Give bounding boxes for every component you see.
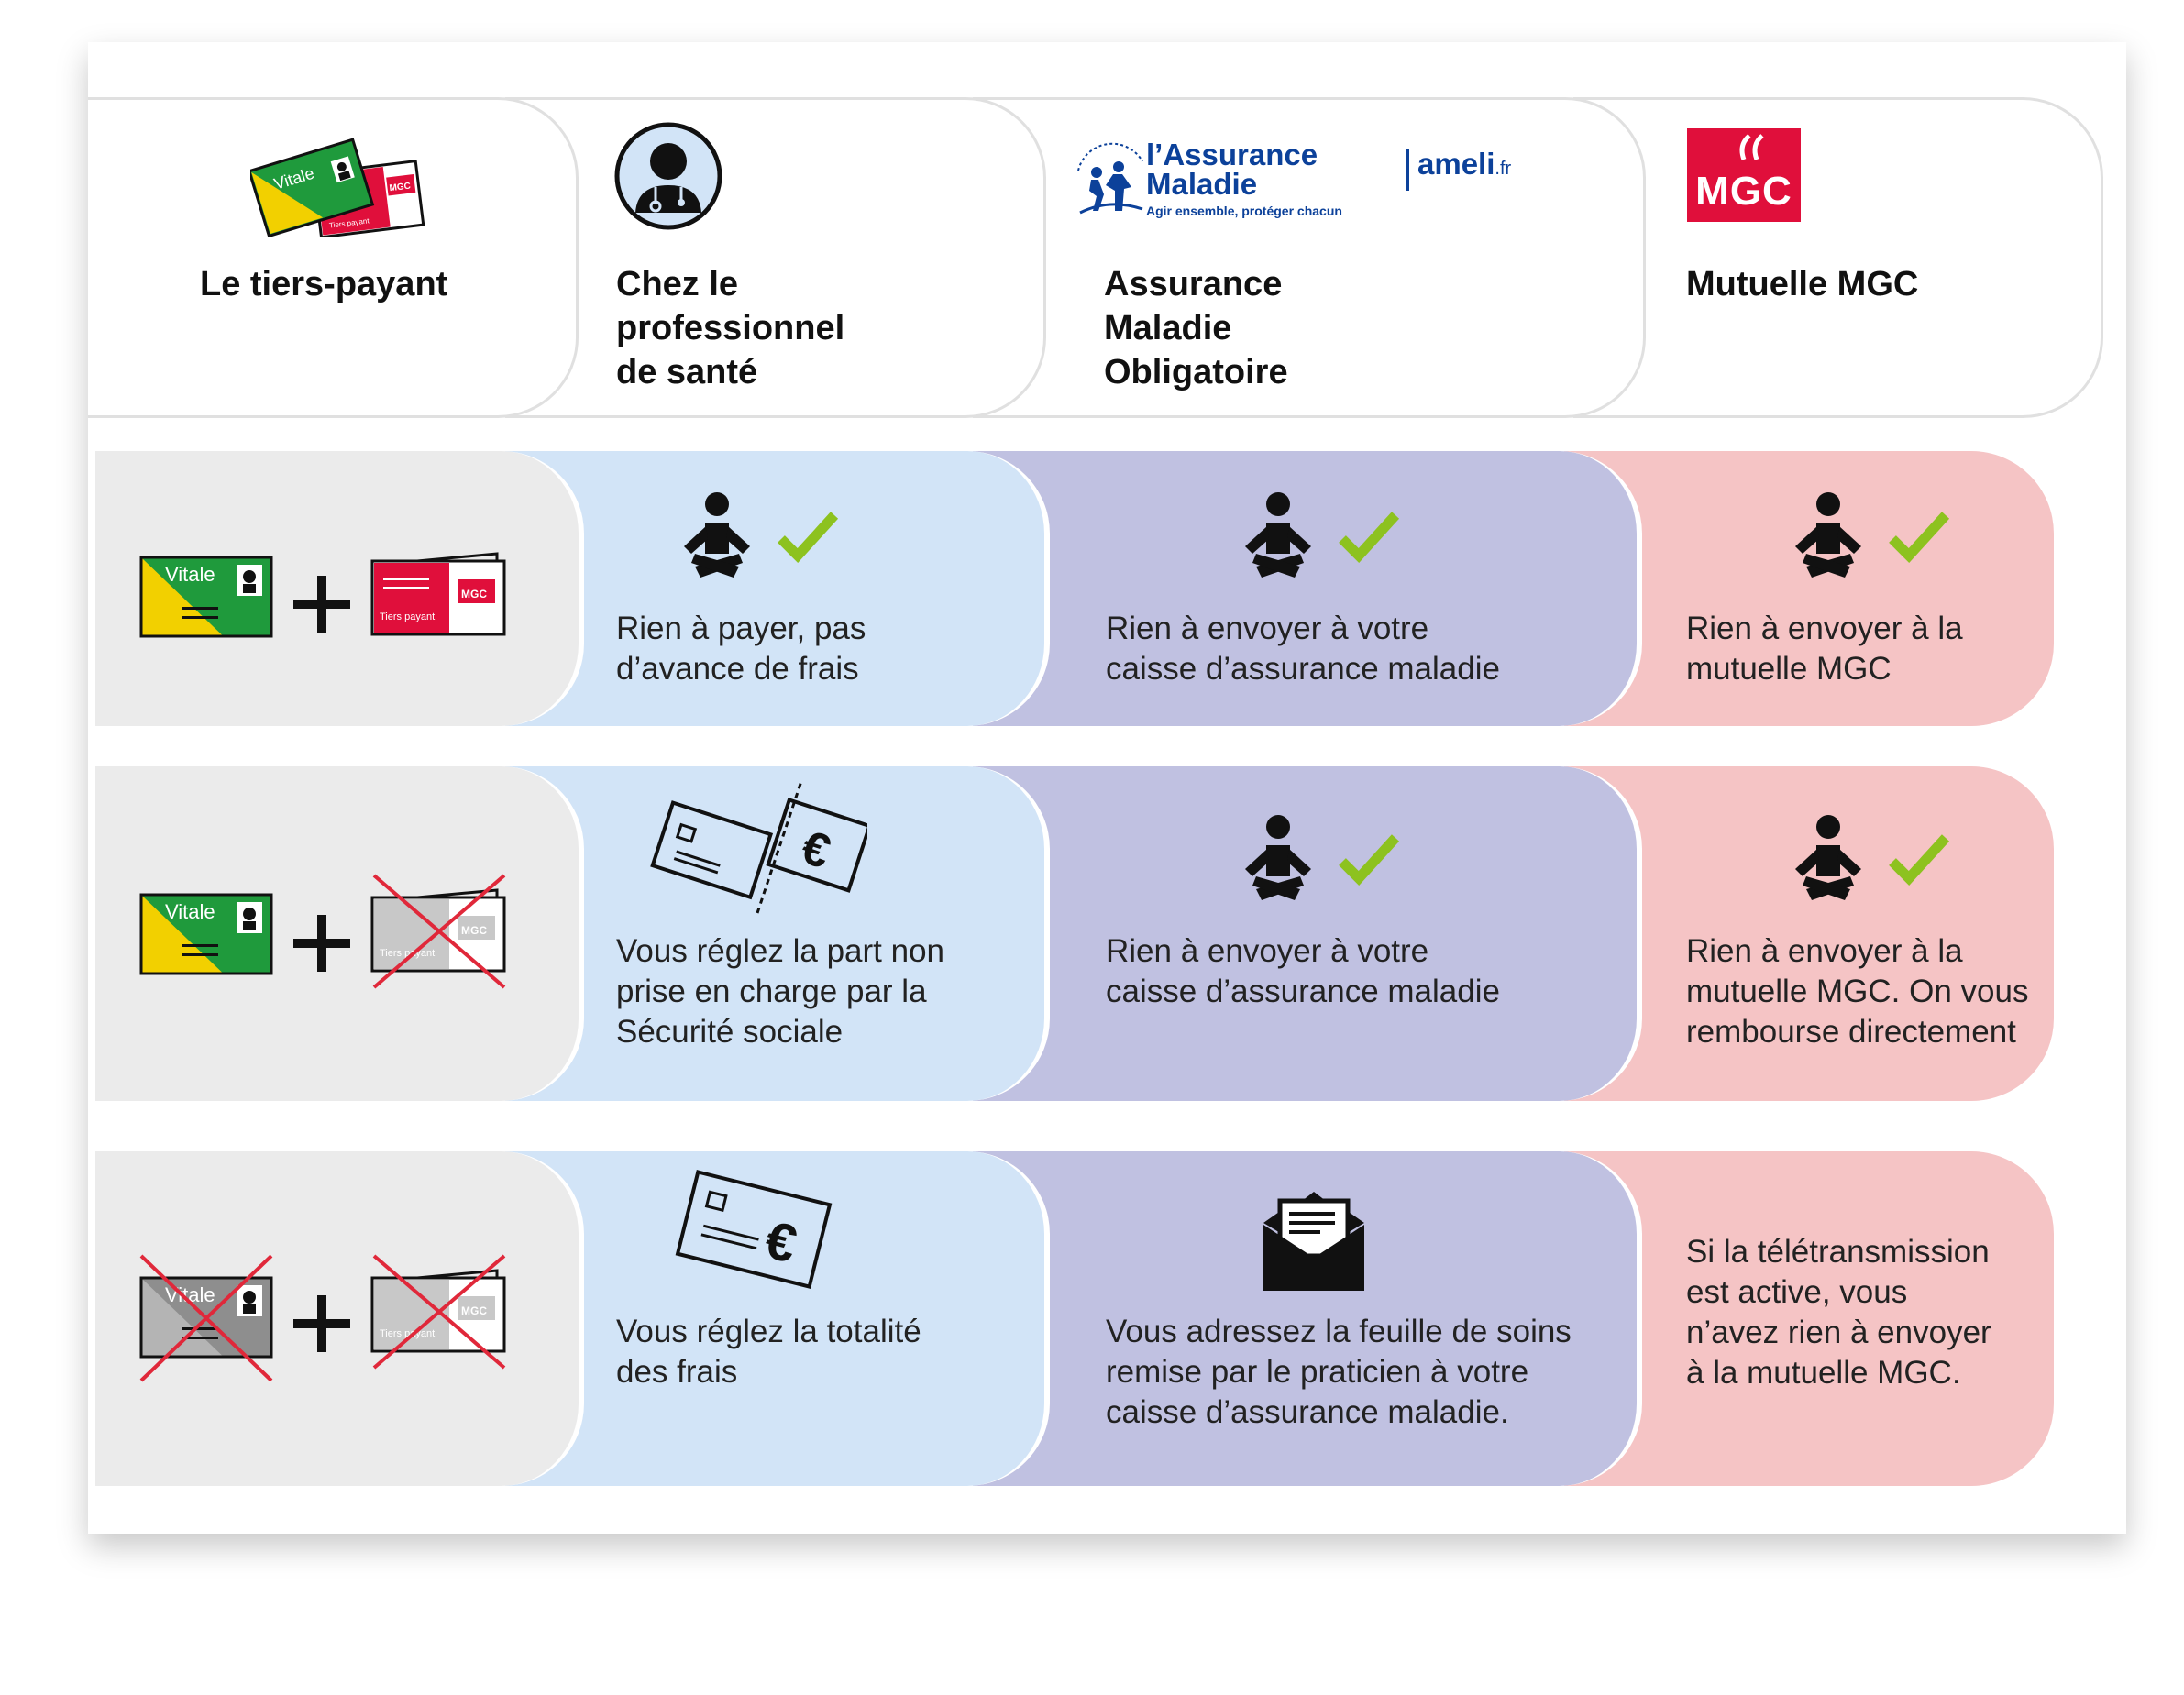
row1-pro-cell <box>505 451 1050 726</box>
header-title-amo: Assurance Maladie Obligatoire <box>1104 265 1288 391</box>
row2-amo-cell <box>973 766 1642 1101</box>
row1-tiers-label: Tiers payant <box>380 611 435 622</box>
ameli-logo-divider <box>1406 149 1409 191</box>
ameli-site-label: ameli.fr <box>1417 147 1512 181</box>
row1-mgc-meditation-check-icon <box>1795 492 1957 578</box>
row2-amo-meditation-check-icon <box>1245 815 1406 900</box>
row2-mgc-meditation-check-icon <box>1795 815 1957 900</box>
row1-mgc-cell <box>1564 451 2054 726</box>
row3-vitale-card-crossed-icon: Vitale <box>139 1254 273 1382</box>
vitale-and-mgc-cards-icon: MGC Tiers payant Vitale <box>250 138 425 237</box>
header-title-pro: Chez le professionnel de santé <box>616 265 845 391</box>
row2-mgc-mini-label: MGC <box>461 924 487 937</box>
row1-mgc-mini-label: MGC <box>461 588 487 600</box>
row3-mgc-mini-label: MGC <box>461 1304 487 1317</box>
ameli-logo-tagline: Agir ensemble, protéger chacun <box>1146 204 1342 218</box>
assurance-maladie-figures-icon <box>1077 142 1143 215</box>
row2-plus-icon <box>293 915 350 972</box>
mgc-mini-label: MGC <box>389 182 412 194</box>
infographic-sheet: MGC Tiers payant Vitale Le tiers-payant … <box>88 42 2126 1534</box>
row1-plus-icon <box>293 576 350 633</box>
mgc-logo-arcs-icon <box>1739 134 1764 160</box>
row1-vitale-card-icon: Vitale <box>139 556 273 638</box>
row2-tiers-payant-card-crossed-icon: MGC Tiers payant <box>370 874 506 989</box>
row3-amo-envelope-letter-icon <box>1263 1192 1364 1291</box>
row1-pro-meditation-check-icon <box>684 492 845 578</box>
ameli-logo-line2: Maladie <box>1146 167 1258 201</box>
row1-vitale-label: Vitale <box>165 563 215 586</box>
header-cell-mgc <box>1573 97 2103 418</box>
svg-text:€: € <box>759 1210 802 1275</box>
row3-mgc-cell <box>1564 1151 2054 1486</box>
row2-pro-cell <box>505 766 1050 1101</box>
header-cell-amo <box>973 97 1646 418</box>
header-title-cards: Le tiers-payant <box>200 265 448 303</box>
row1-amo-cell <box>973 451 1642 726</box>
row3-pro-cell <box>505 1151 1050 1486</box>
row3-tiers-payant-card-crossed-icon: MGC Tiers payant <box>370 1254 506 1370</box>
row3-tiers-label: Tiers payant <box>380 1328 435 1339</box>
ameli-logo-line1: l’Assurance <box>1146 138 1318 171</box>
row2-vitale-label: Vitale <box>165 900 215 923</box>
mgc-logo: MGC <box>1687 128 1801 222</box>
row2-vitale-card-icon: Vitale <box>139 893 273 975</box>
row3-plus-icon <box>293 1295 350 1352</box>
header-title-mgc: Mutuelle MGC <box>1686 265 1919 303</box>
row3-pro-card-euro-icon: € <box>675 1170 833 1289</box>
header-cell-pro <box>505 97 1046 418</box>
row1-tiers-payant-card-icon: MGC Tiers payant <box>370 552 506 636</box>
mgc-logo-text: MGC <box>1695 169 1792 214</box>
row2-pro-split-card-euro-icon: € <box>650 780 867 914</box>
row2-tiers-label: Tiers payant <box>380 948 435 959</box>
svg-text:€: € <box>795 820 836 879</box>
doctor-avatar-icon <box>614 122 722 230</box>
row1-amo-meditation-check-icon <box>1245 492 1406 578</box>
assurance-maladie-logo: l’Assurance Maladie Agir ensemble, proté… <box>1071 134 1548 262</box>
row2-mgc-cell <box>1564 766 2054 1101</box>
